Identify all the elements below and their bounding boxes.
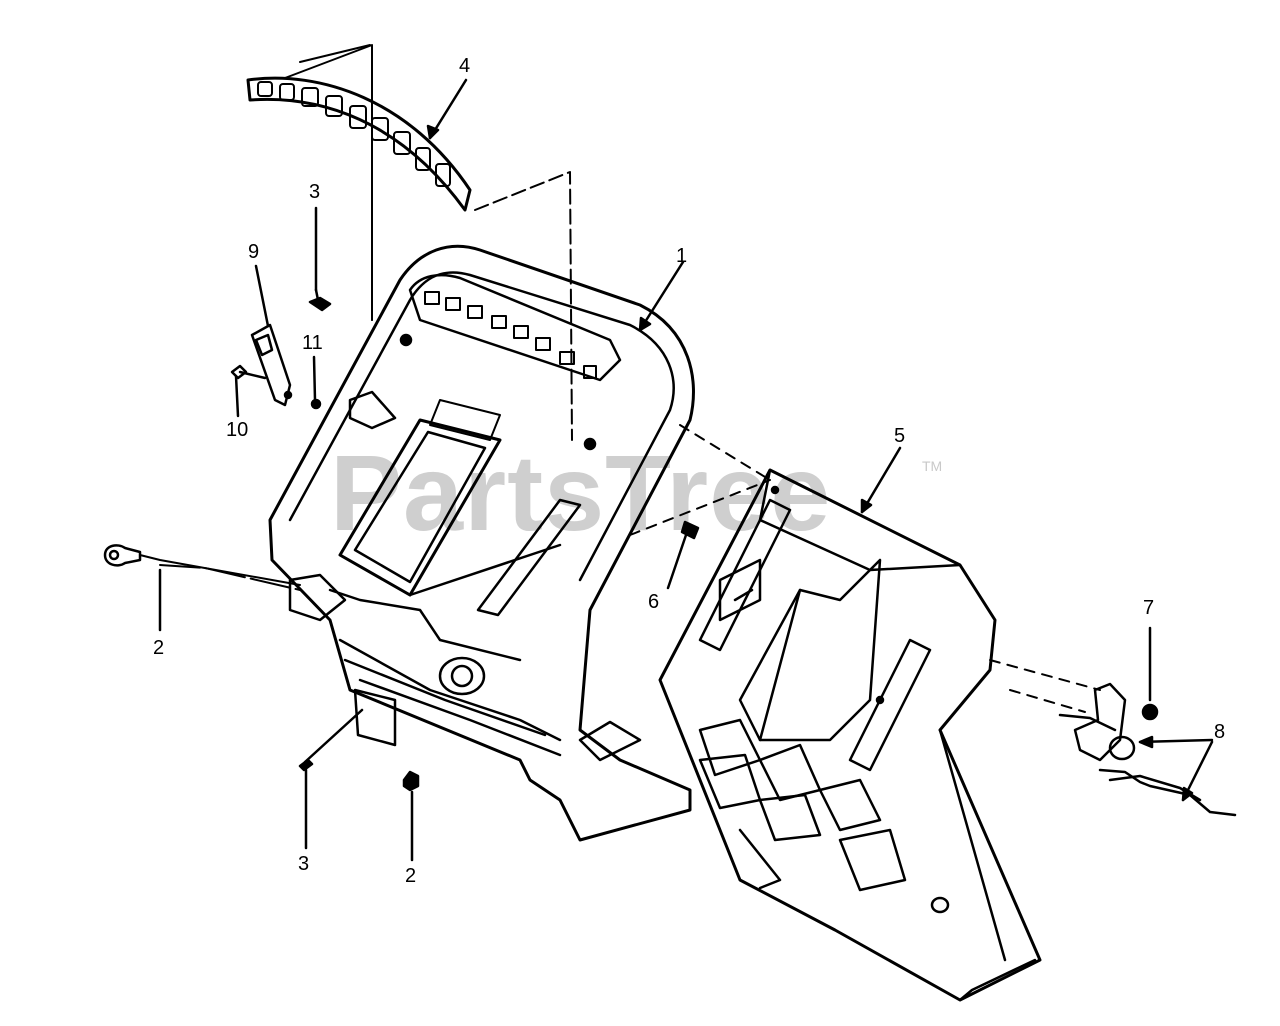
nut-part-right[interactable] [1143, 705, 1157, 719]
dash-panel-part[interactable] [270, 246, 693, 840]
callout-3-lower[interactable]: 3 [298, 853, 310, 875]
callout-2-lower[interactable]: 2 [405, 865, 417, 887]
callout-1[interactable]: 1 [676, 245, 688, 267]
grille-strip-part[interactable] [248, 78, 470, 210]
screw-part-upper[interactable] [310, 290, 330, 310]
callout-5[interactable]: 5 [894, 425, 906, 447]
watermark-text: PartsTree [330, 432, 832, 553]
callout-9[interactable]: 9 [248, 241, 260, 263]
nut-part-lower[interactable] [404, 772, 418, 790]
frame-bracket-part[interactable] [660, 470, 1040, 1000]
clip-part[interactable] [682, 522, 698, 538]
callout-leader-lines [160, 80, 1212, 860]
callout-4[interactable]: 4 [459, 55, 471, 77]
lever-part[interactable] [252, 325, 291, 405]
callout-10[interactable]: 10 [226, 419, 249, 441]
callout-8[interactable]: 8 [1214, 721, 1226, 743]
screw-part-lower[interactable] [300, 710, 362, 770]
callout-11[interactable]: 11 [302, 332, 323, 354]
callout-3-upper[interactable]: 3 [309, 181, 321, 203]
assembly-dash-lines [285, 45, 1100, 712]
washer-part[interactable] [312, 400, 320, 408]
trademark-mark: TM [922, 458, 943, 474]
callout-7[interactable]: 7 [1143, 597, 1155, 619]
callout-6[interactable]: 6 [648, 591, 660, 613]
callout-2-upper[interactable]: 2 [153, 637, 165, 659]
cable-rod-part[interactable] [105, 545, 300, 590]
